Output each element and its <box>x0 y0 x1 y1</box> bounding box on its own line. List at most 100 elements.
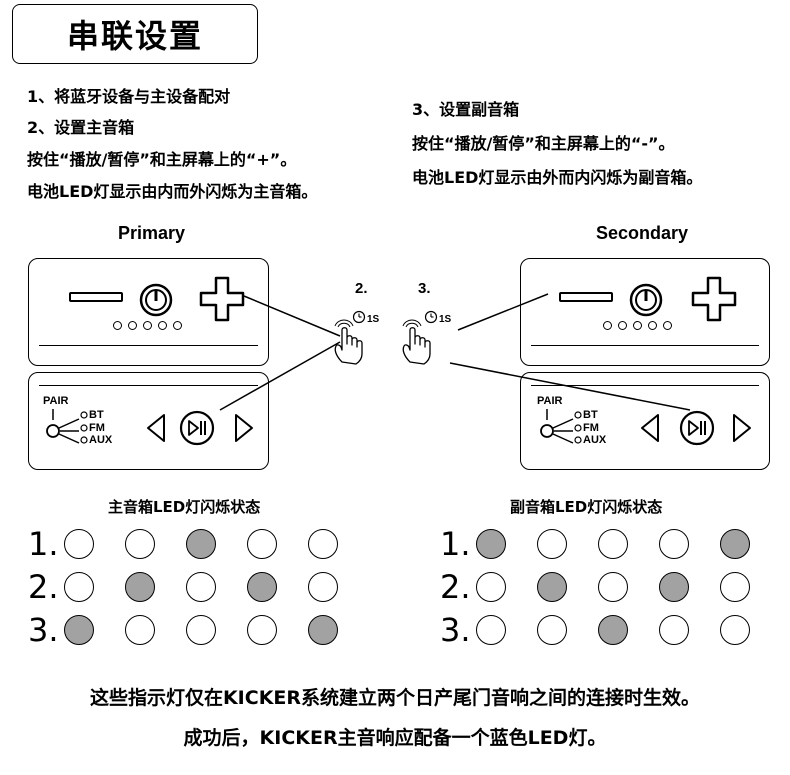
minus-icon[interactable] <box>559 292 613 302</box>
led-off-indicator <box>476 572 506 602</box>
secondary-label: Secondary <box>596 223 689 243</box>
aux-label: AUX <box>583 434 607 446</box>
triangle-left-icon[interactable] <box>639 413 661 443</box>
led-off-indicator <box>247 615 277 645</box>
triangle-left-icon[interactable] <box>145 413 167 443</box>
battery-led <box>618 321 627 330</box>
primary-main-panel <box>28 258 269 366</box>
secondary-control-panel: PAIR BT FM AUX <box>520 372 770 470</box>
instruction-step3-action: 按住“播放/暂停”和主屏幕上的“-”。 <box>412 134 675 153</box>
step3-number: 3. <box>418 280 431 297</box>
connector-line <box>243 295 341 337</box>
connector-line <box>219 341 341 411</box>
led-off-indicator <box>720 615 750 645</box>
led-off-indicator <box>476 615 506 645</box>
connector-line <box>449 362 691 411</box>
battery-led-row <box>113 321 182 330</box>
battery-led <box>663 321 672 330</box>
led-on-indicator <box>720 529 750 559</box>
plus-icon[interactable] <box>690 275 738 323</box>
led-status-row: 3. <box>28 613 338 647</box>
play-pause-icon[interactable] <box>179 410 215 446</box>
led-on-indicator <box>537 572 567 602</box>
hand-press-icon <box>402 319 431 365</box>
primary-label: Primary <box>118 223 186 243</box>
instruction-step1: 1、将蓝牙设备与主设备配对 <box>27 87 231 106</box>
panel-divider <box>39 385 258 386</box>
battery-led <box>173 321 182 330</box>
pair-label: PAIR <box>43 395 69 407</box>
led-off-indicator <box>537 615 567 645</box>
play-pause-icon[interactable] <box>679 410 715 446</box>
led-status-row-label: 2. <box>440 568 471 606</box>
led-off-indicator <box>247 529 277 559</box>
instruction-step2-action: 按住“播放/暂停”和主屏幕上的“+”。 <box>27 150 297 169</box>
bt-label: BT <box>89 409 104 421</box>
led-status-row: 1. <box>28 527 338 561</box>
led-off-indicator <box>125 529 155 559</box>
led-status-row-label: 2. <box>28 568 59 606</box>
led-on-indicator <box>64 615 94 645</box>
battery-led <box>158 321 167 330</box>
battery-led <box>128 321 137 330</box>
panel-divider <box>531 385 759 386</box>
step3-duration: 1S <box>439 314 452 325</box>
triangle-right-icon[interactable] <box>731 413 753 443</box>
step2-number: 2. <box>355 280 368 297</box>
mode-indicator-icon <box>540 409 582 444</box>
fm-label: FM <box>89 422 105 434</box>
panel-divider <box>531 345 759 346</box>
battery-led <box>633 321 642 330</box>
led-off-indicator <box>659 529 689 559</box>
secondary-led-status-title: 副音箱LED灯闪烁状态 <box>510 498 663 516</box>
led-off-indicator <box>598 572 628 602</box>
led-off-indicator <box>186 615 216 645</box>
power-icon[interactable] <box>139 283 173 317</box>
clock-icon <box>424 310 438 324</box>
bt-label: BT <box>583 409 598 421</box>
led-on-indicator <box>186 529 216 559</box>
battery-led <box>143 321 152 330</box>
plus-icon[interactable] <box>198 275 246 323</box>
led-on-indicator <box>598 615 628 645</box>
minus-icon[interactable] <box>69 292 123 302</box>
footer-note-2: 成功后，KICKER主音响应配备一个蓝色LED灯。 <box>183 727 607 749</box>
led-status-row: 2. <box>440 570 750 604</box>
led-off-indicator <box>308 529 338 559</box>
instruction-step2-heading: 2、设置主音箱 <box>27 118 135 137</box>
secondary-main-panel <box>520 258 770 366</box>
led-status-row-label: 1. <box>28 525 59 563</box>
battery-led <box>648 321 657 330</box>
instruction-step3-result: 电池LED灯显示由外而内闪烁为副音箱。 <box>412 168 703 187</box>
connector-line <box>457 293 549 331</box>
triangle-right-icon[interactable] <box>233 413 255 443</box>
led-on-indicator <box>308 615 338 645</box>
led-on-indicator <box>247 572 277 602</box>
led-off-indicator <box>659 615 689 645</box>
primary-control-panel: PAIR BT FM AUX <box>28 372 269 470</box>
panel-divider <box>39 345 258 346</box>
step2-duration: 1S <box>367 314 380 325</box>
mode-indicator-icon <box>46 409 88 444</box>
led-off-indicator <box>720 572 750 602</box>
led-status-row-label: 1. <box>440 525 471 563</box>
led-off-indicator <box>598 529 628 559</box>
led-on-indicator <box>476 529 506 559</box>
instruction-step2-result: 电池LED灯显示由内而外闪烁为主音箱。 <box>27 182 318 201</box>
led-status-row-label: 3. <box>28 611 59 649</box>
led-off-indicator <box>64 529 94 559</box>
led-on-indicator <box>659 572 689 602</box>
led-status-row: 1. <box>440 527 750 561</box>
power-icon[interactable] <box>629 283 663 317</box>
led-off-indicator <box>186 572 216 602</box>
led-off-indicator <box>537 529 567 559</box>
clock-icon <box>352 310 366 324</box>
battery-led <box>603 321 612 330</box>
led-off-indicator <box>64 572 94 602</box>
aux-label: AUX <box>89 434 113 446</box>
page-title: 串联设置 <box>12 4 258 64</box>
pair-label: PAIR <box>537 395 563 407</box>
instruction-step3-heading: 3、设置副音箱 <box>412 100 520 119</box>
fm-label: FM <box>583 422 599 434</box>
